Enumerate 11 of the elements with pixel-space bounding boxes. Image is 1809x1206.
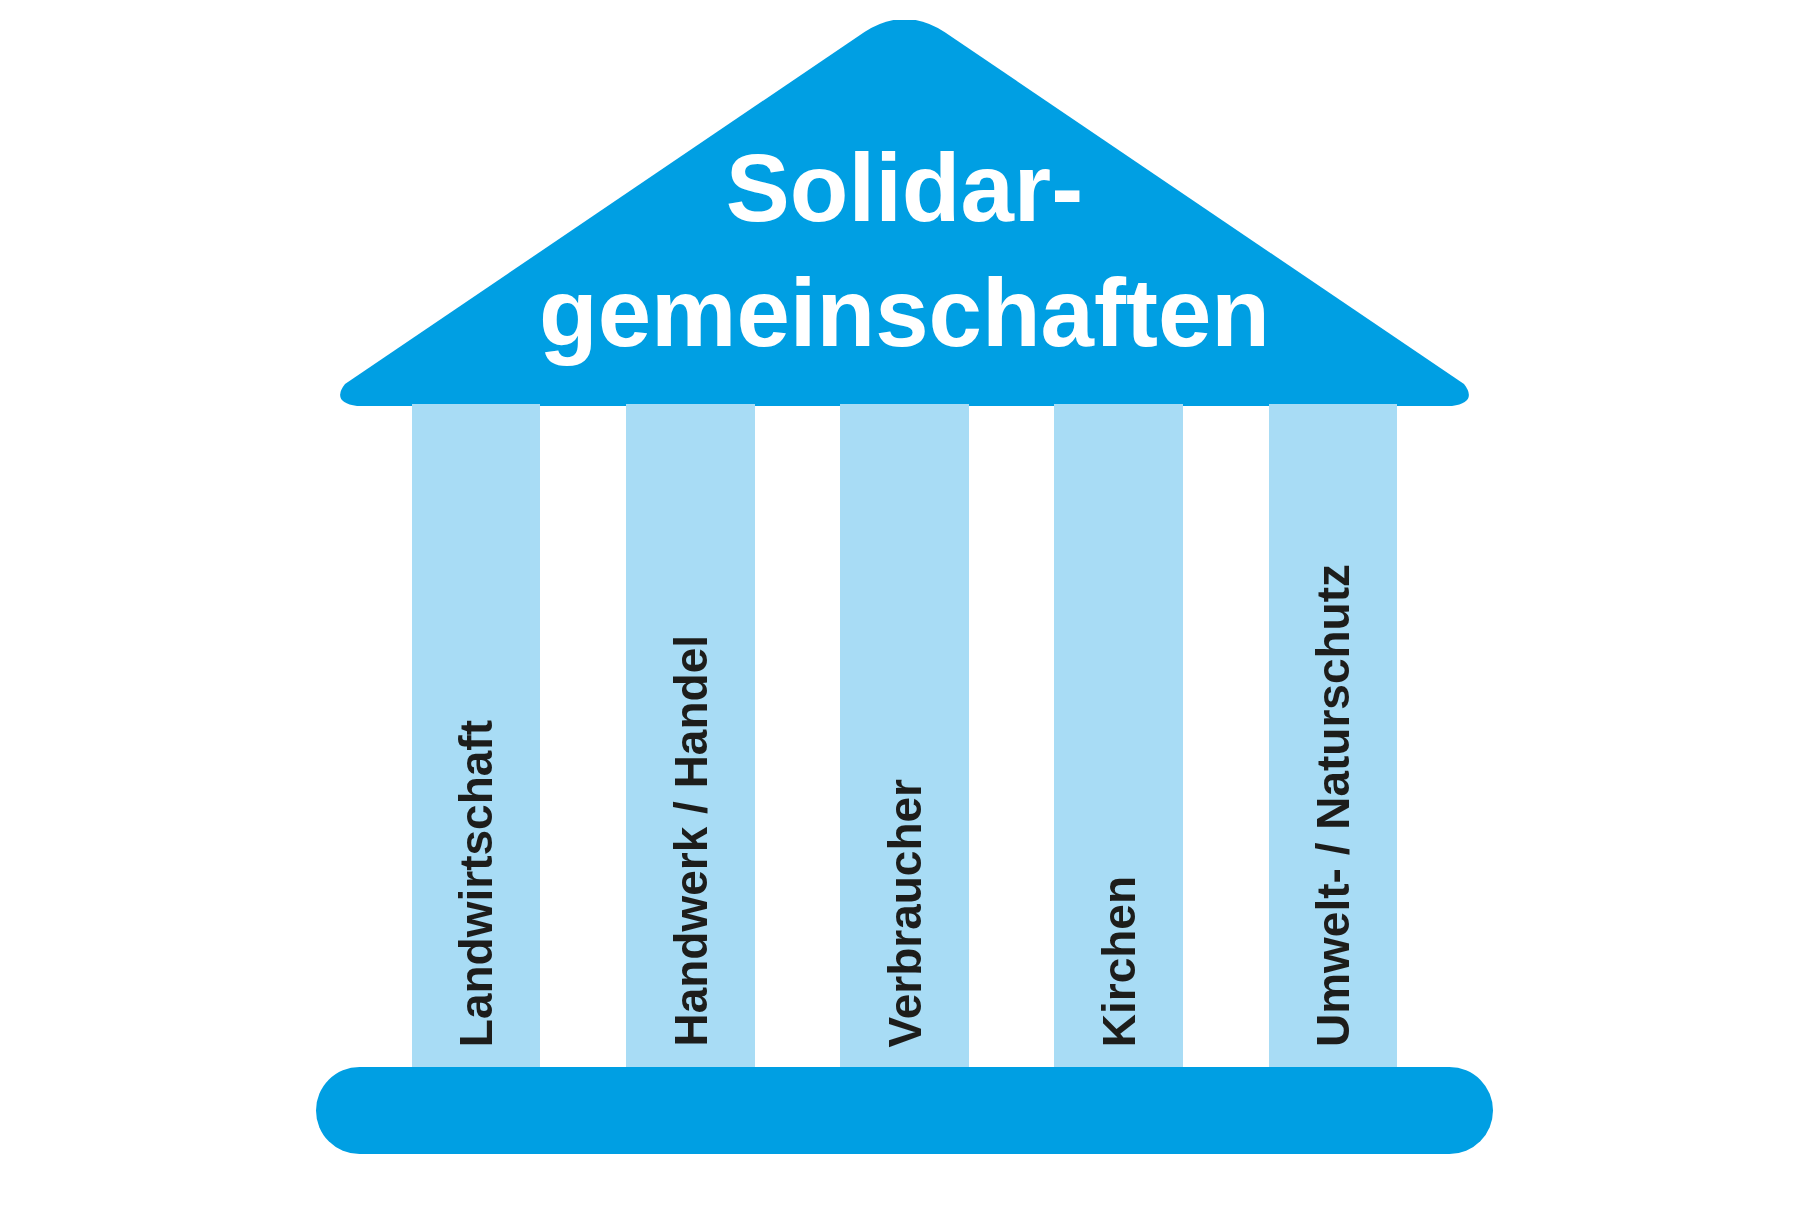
- pillar-label: Handwerk / Handel: [663, 635, 718, 1047]
- pillar: [1054, 404, 1183, 1069]
- pillar: [412, 404, 540, 1069]
- pillar: [626, 404, 755, 1069]
- pillar-label: Landwirtschaft: [449, 719, 503, 1047]
- pillar: [840, 404, 969, 1069]
- pillar-label: Kirchen: [1091, 875, 1146, 1047]
- pillar-label: Umwelt- / Naturschutz: [1306, 563, 1360, 1047]
- roof-heading: Solidar- gemeinschaften: [538, 133, 1271, 368]
- pillar-label: Verbraucher: [877, 778, 932, 1047]
- pillar: [1269, 404, 1397, 1069]
